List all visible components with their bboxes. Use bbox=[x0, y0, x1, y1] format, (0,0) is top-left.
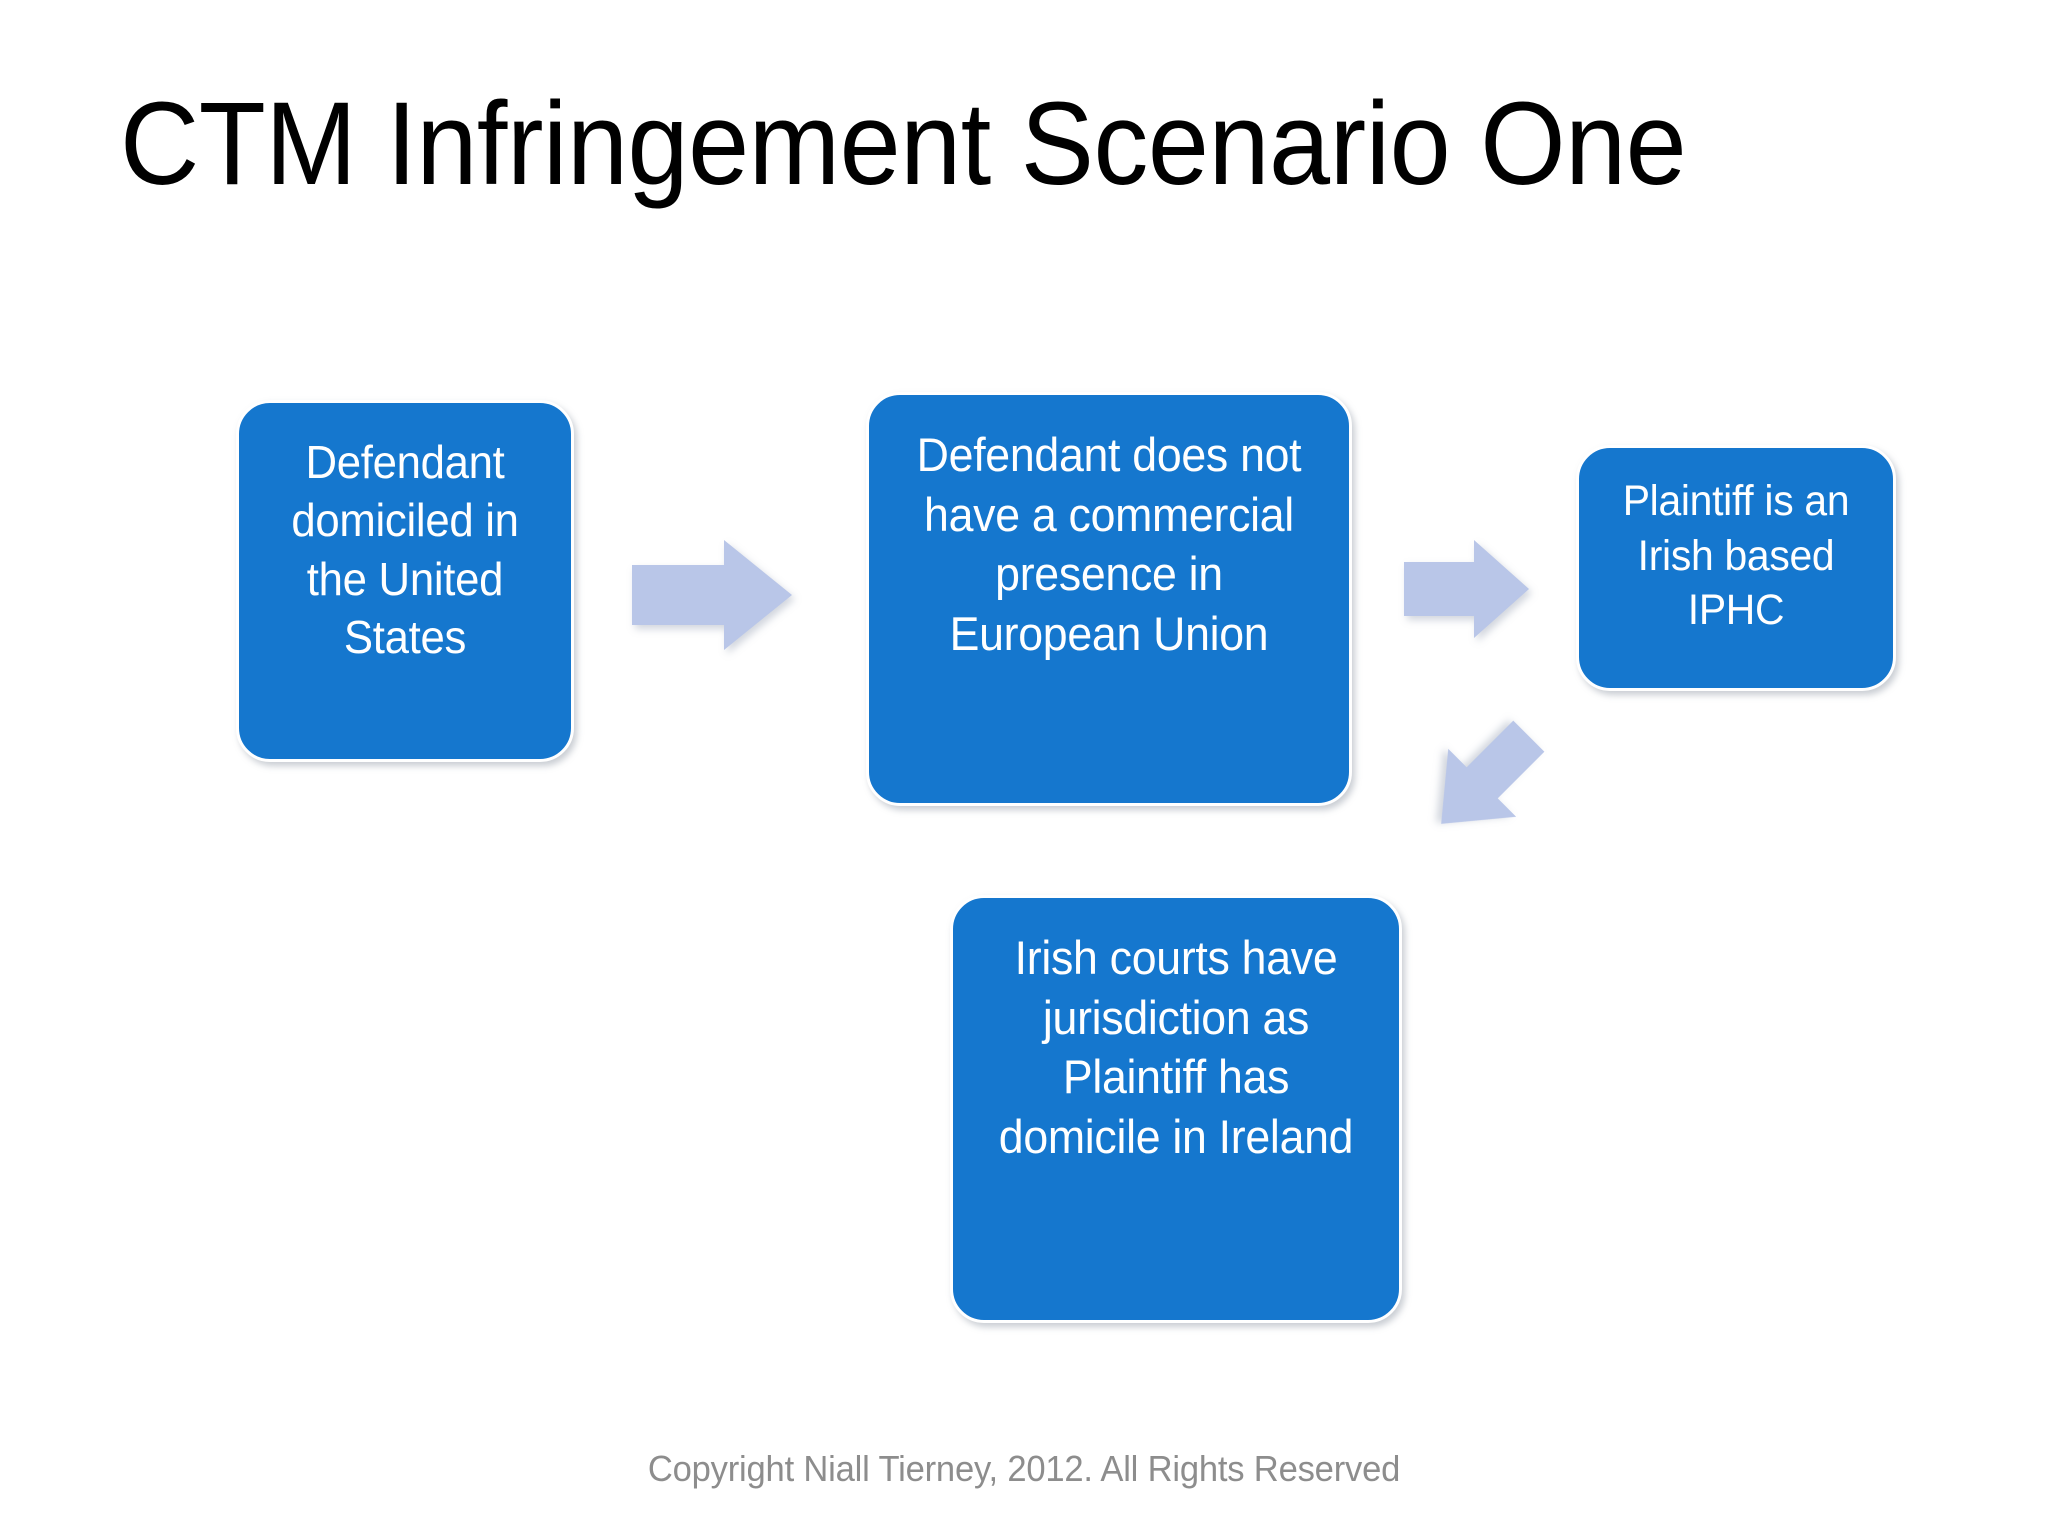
process-box-no-eu-presence[interactable]: Defendant does not have a commercial pre… bbox=[866, 392, 1352, 806]
process-box-defendant-us-label: Defendant domiciled in the United States bbox=[291, 436, 519, 664]
process-box-plaintiff-iphc[interactable]: Plaintiff is an Irish based IPHC bbox=[1576, 445, 1896, 691]
process-box-defendant-us[interactable]: Defendant domiciled in the United States bbox=[236, 400, 574, 762]
copyright-notice: Copyright Niall Tierney, 2012. All Right… bbox=[647, 1448, 1401, 1489]
arrow-right-icon-eu-to-ip bbox=[1404, 540, 1529, 644]
arrow-right-icon-us-to-eu bbox=[632, 540, 792, 660]
process-box-irish-jurisdiction-label: Irish courts have jurisdiction as Plaint… bbox=[998, 931, 1354, 1164]
arrow-down-left-icon-ip-to-irish-courts bbox=[1410, 700, 1560, 860]
process-box-plaintiff-iphc-label: Plaintiff is an Irish based IPHC bbox=[1622, 477, 1850, 635]
process-box-no-eu-presence-label: Defendant does not have a commercial pre… bbox=[916, 428, 1302, 661]
page-title: CTM Infringement Scenario One bbox=[120, 78, 1687, 210]
process-box-irish-jurisdiction[interactable]: Irish courts have jurisdiction as Plaint… bbox=[950, 895, 1402, 1323]
